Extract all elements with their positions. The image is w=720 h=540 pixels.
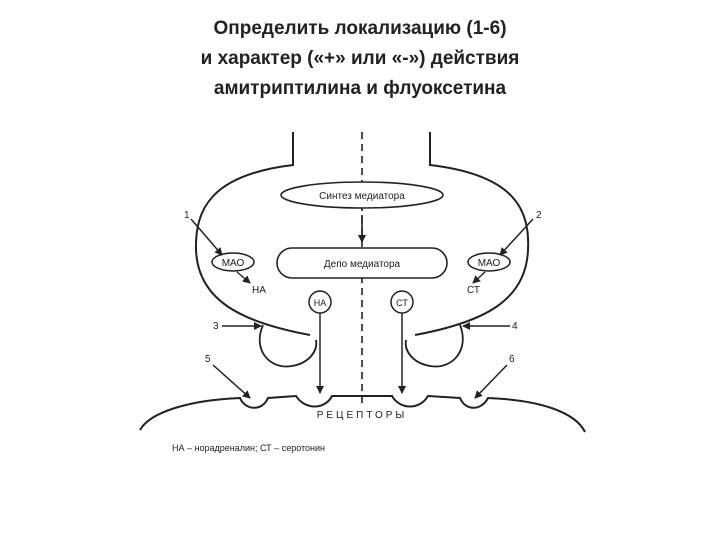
marker-3: 3 (213, 321, 219, 332)
title-line-1: Определить локализацию (1-6) (213, 18, 507, 39)
marker-2-arrow (499, 218, 534, 256)
marker-1-arrow (190, 218, 223, 256)
slide-title: Определить локализацию (1-6) и характер … (0, 14, 720, 104)
reuptake-loop-left (258, 324, 318, 368)
postsynaptic-membrane (139, 394, 586, 433)
marker-5: 5 (205, 354, 211, 365)
mao-right-ellipse (467, 252, 511, 272)
depot-capsule (276, 247, 448, 279)
mao-right-label: МАО (478, 258, 501, 269)
mao-left-to-na-arrow (236, 271, 251, 284)
marker-2: 2 (536, 210, 542, 221)
legend-text: НА – норадреналин; СТ – серотонин (172, 443, 325, 453)
title-line-2: и характер («+» или «-») действия (200, 48, 520, 69)
marker-5-arrow (212, 364, 251, 399)
synthesis-ellipse (280, 181, 444, 209)
reuptake-loop-right (404, 324, 464, 368)
marker-6: 6 (509, 354, 515, 365)
mao-right-to-st-arrow (472, 271, 486, 284)
title-line-3: амитриптилина и флуоксетина (213, 78, 507, 99)
presynaptic-membrane (194, 132, 530, 336)
synthesis-label: Синтез медиатора (319, 191, 405, 202)
st-right-label: СТ (467, 285, 480, 296)
depot-label: Депо медиатора (324, 259, 401, 270)
marker-1: 1 (184, 210, 190, 221)
na-vesicle-label: НА (314, 298, 327, 308)
receptors-label: РЕЦЕПТОРЫ (317, 410, 408, 421)
st-vesicle-label: СТ (396, 298, 408, 308)
na-left-label: НА (252, 285, 266, 296)
mao-left-label: МАО (222, 258, 245, 269)
mao-left-ellipse (211, 252, 255, 272)
marker-6-arrow (474, 364, 508, 399)
marker-4: 4 (512, 321, 518, 332)
